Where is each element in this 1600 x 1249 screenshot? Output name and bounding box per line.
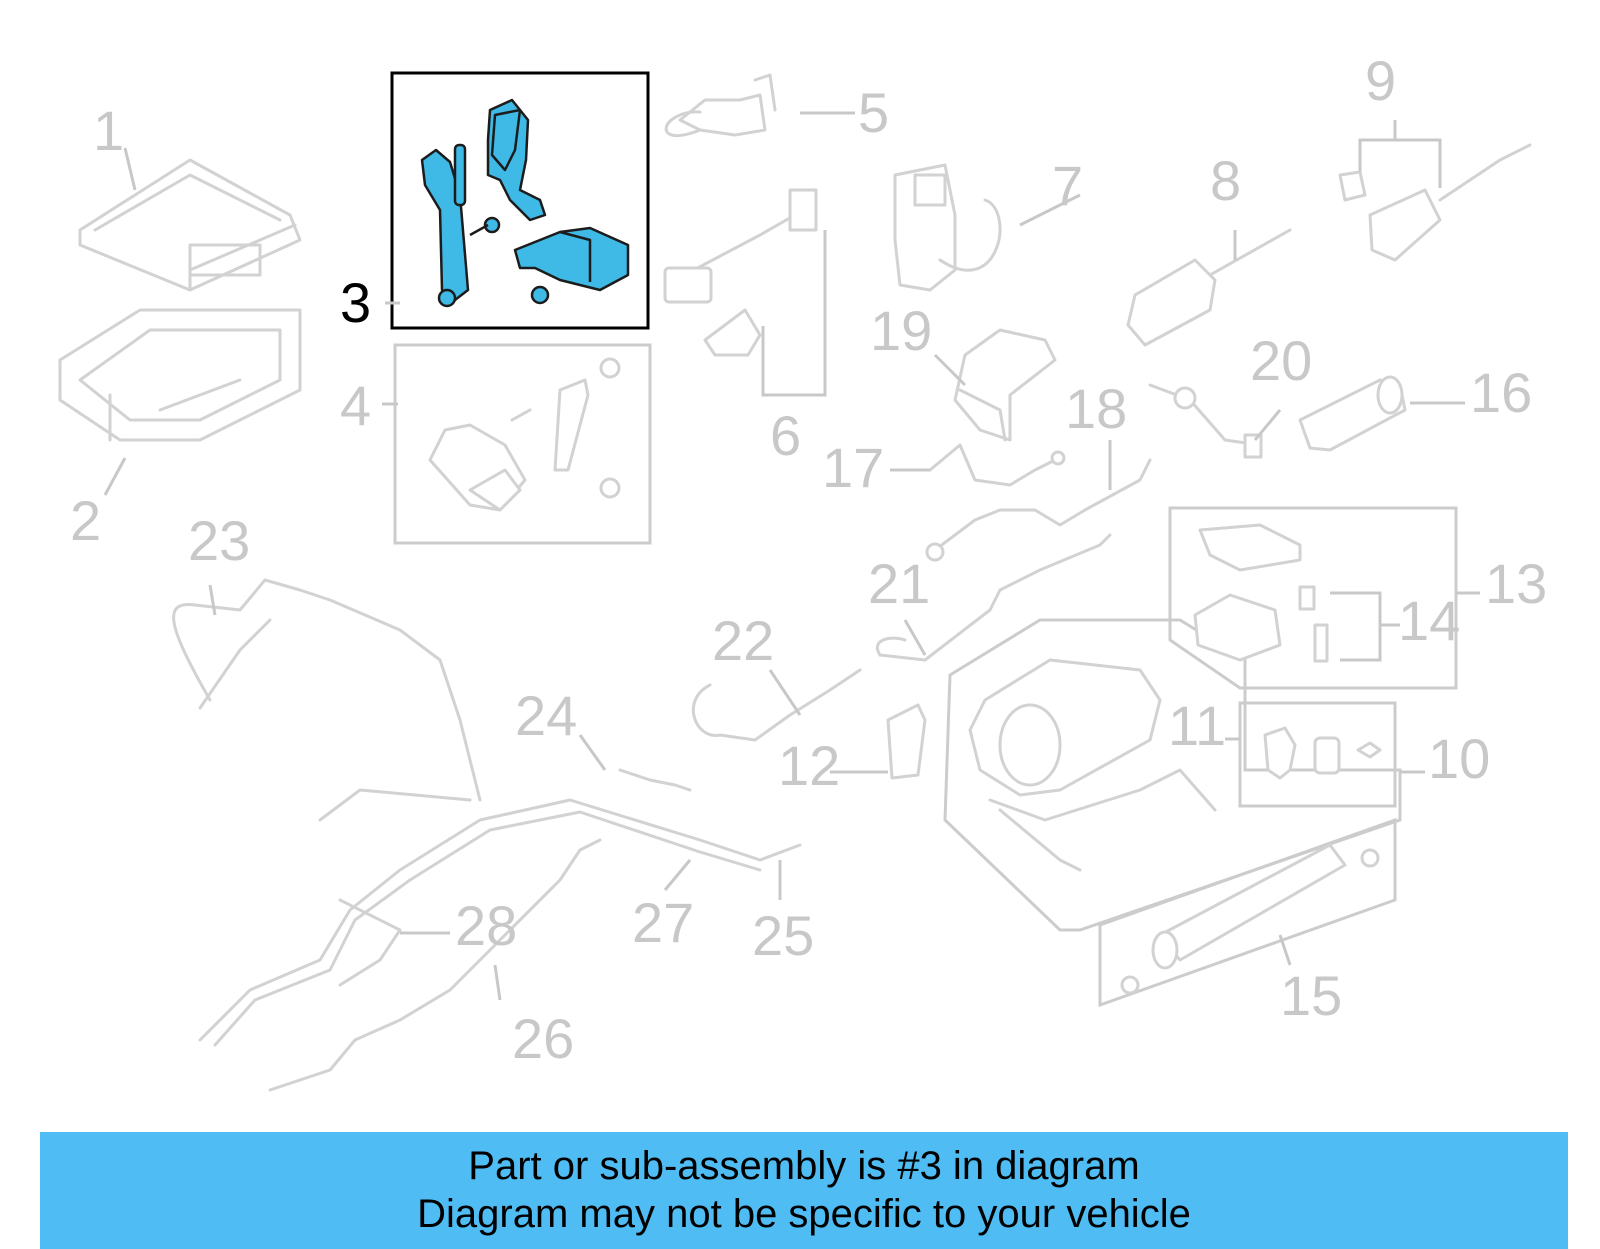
callout-3[interactable]: 3 — [340, 271, 371, 334]
callout-27[interactable]: 27 — [632, 891, 694, 954]
part-23-line[interactable] — [172, 578, 482, 802]
part-24-line[interactable] — [618, 768, 692, 792]
callout-7[interactable]: 7 — [1052, 154, 1083, 217]
callout-23[interactable]: 23 — [188, 509, 250, 572]
callout-18[interactable]: 18 — [1065, 377, 1127, 440]
part-9-connectors[interactable] — [1338, 143, 1532, 262]
banner-line-2: Diagram may not be specific to your vehi… — [417, 1192, 1191, 1236]
part-21-line[interactable] — [876, 533, 1112, 662]
callout-labels: 1 2 3 4 5 6 7 8 9 10 11 12 13 14 15 16 1… — [70, 49, 1547, 1070]
callout-17[interactable]: 17 — [822, 436, 884, 499]
banner-line-1: Part or sub-assembly is #3 in diagram — [468, 1144, 1140, 1188]
callout-5[interactable]: 5 — [858, 81, 889, 144]
callout-25[interactable]: 25 — [752, 904, 814, 967]
part-6-wiring-harness[interactable] — [663, 188, 818, 357]
callout-8[interactable]: 8 — [1210, 149, 1241, 212]
callout-16[interactable]: 16 — [1470, 361, 1532, 424]
part-13-valve-block-group[interactable] — [1168, 506, 1458, 690]
callout-9[interactable]: 9 — [1365, 49, 1396, 112]
callout-15[interactable]: 15 — [1280, 964, 1342, 1027]
callout-26[interactable]: 26 — [512, 1007, 574, 1070]
part-12-bracket[interactable] — [886, 703, 927, 780]
callout-6[interactable]: 6 — [770, 404, 801, 467]
callout-2[interactable]: 2 — [70, 489, 101, 552]
part-2-mounting-tray[interactable] — [58, 308, 302, 442]
callout-10[interactable]: 10 — [1428, 727, 1490, 790]
part-19-bracket[interactable] — [953, 328, 1057, 442]
part-22-line[interactable] — [691, 668, 862, 742]
part-4-sensor-kit[interactable] — [393, 343, 652, 545]
part-18-line[interactable] — [925, 458, 1152, 562]
part-15-reservoir[interactable] — [1098, 817, 1397, 1008]
part-3-highlight-box — [390, 71, 650, 330]
compressor-group[interactable] — [943, 618, 1402, 932]
part-16-filter[interactable] — [1298, 375, 1407, 452]
callout-24[interactable]: 24 — [515, 684, 577, 747]
part-27-lines[interactable] — [198, 788, 802, 1047]
callout-22[interactable]: 22 — [712, 609, 774, 672]
leader-lines — [103, 111, 1480, 1001]
part-17-line[interactable] — [928, 443, 1066, 487]
part-10-mounts-group[interactable] — [1238, 701, 1397, 808]
callout-20[interactable]: 20 — [1250, 329, 1312, 392]
callout-4[interactable]: 4 — [340, 374, 371, 437]
callout-21[interactable]: 21 — [868, 552, 930, 615]
info-banner: Part or sub-assembly is #3 in diagram Di… — [40, 1132, 1568, 1249]
part-8-sensor-cable[interactable] — [1126, 228, 1292, 347]
callout-12[interactable]: 12 — [778, 734, 840, 797]
callout-13[interactable]: 13 — [1485, 552, 1547, 615]
part-26-line[interactable] — [268, 838, 602, 1092]
callout-14[interactable]: 14 — [1398, 589, 1460, 652]
part-3-assembly[interactable] — [390, 71, 650, 330]
part-28-line[interactable] — [338, 898, 402, 987]
part-5-connector[interactable] — [664, 73, 777, 137]
callout-28[interactable]: 28 — [455, 894, 517, 957]
part-20-valve[interactable] — [1148, 383, 1263, 459]
part-1-control-module[interactable] — [78, 158, 302, 292]
part-7-sensor-housing[interactable] — [893, 163, 1002, 292]
part-3-sensor-body — [513, 226, 630, 292]
callout-11[interactable]: 11 — [1168, 694, 1226, 757]
callout-1[interactable]: 1 — [93, 99, 124, 162]
part-14-bracket-lines — [1330, 591, 1400, 662]
callout-19[interactable]: 19 — [870, 299, 932, 362]
